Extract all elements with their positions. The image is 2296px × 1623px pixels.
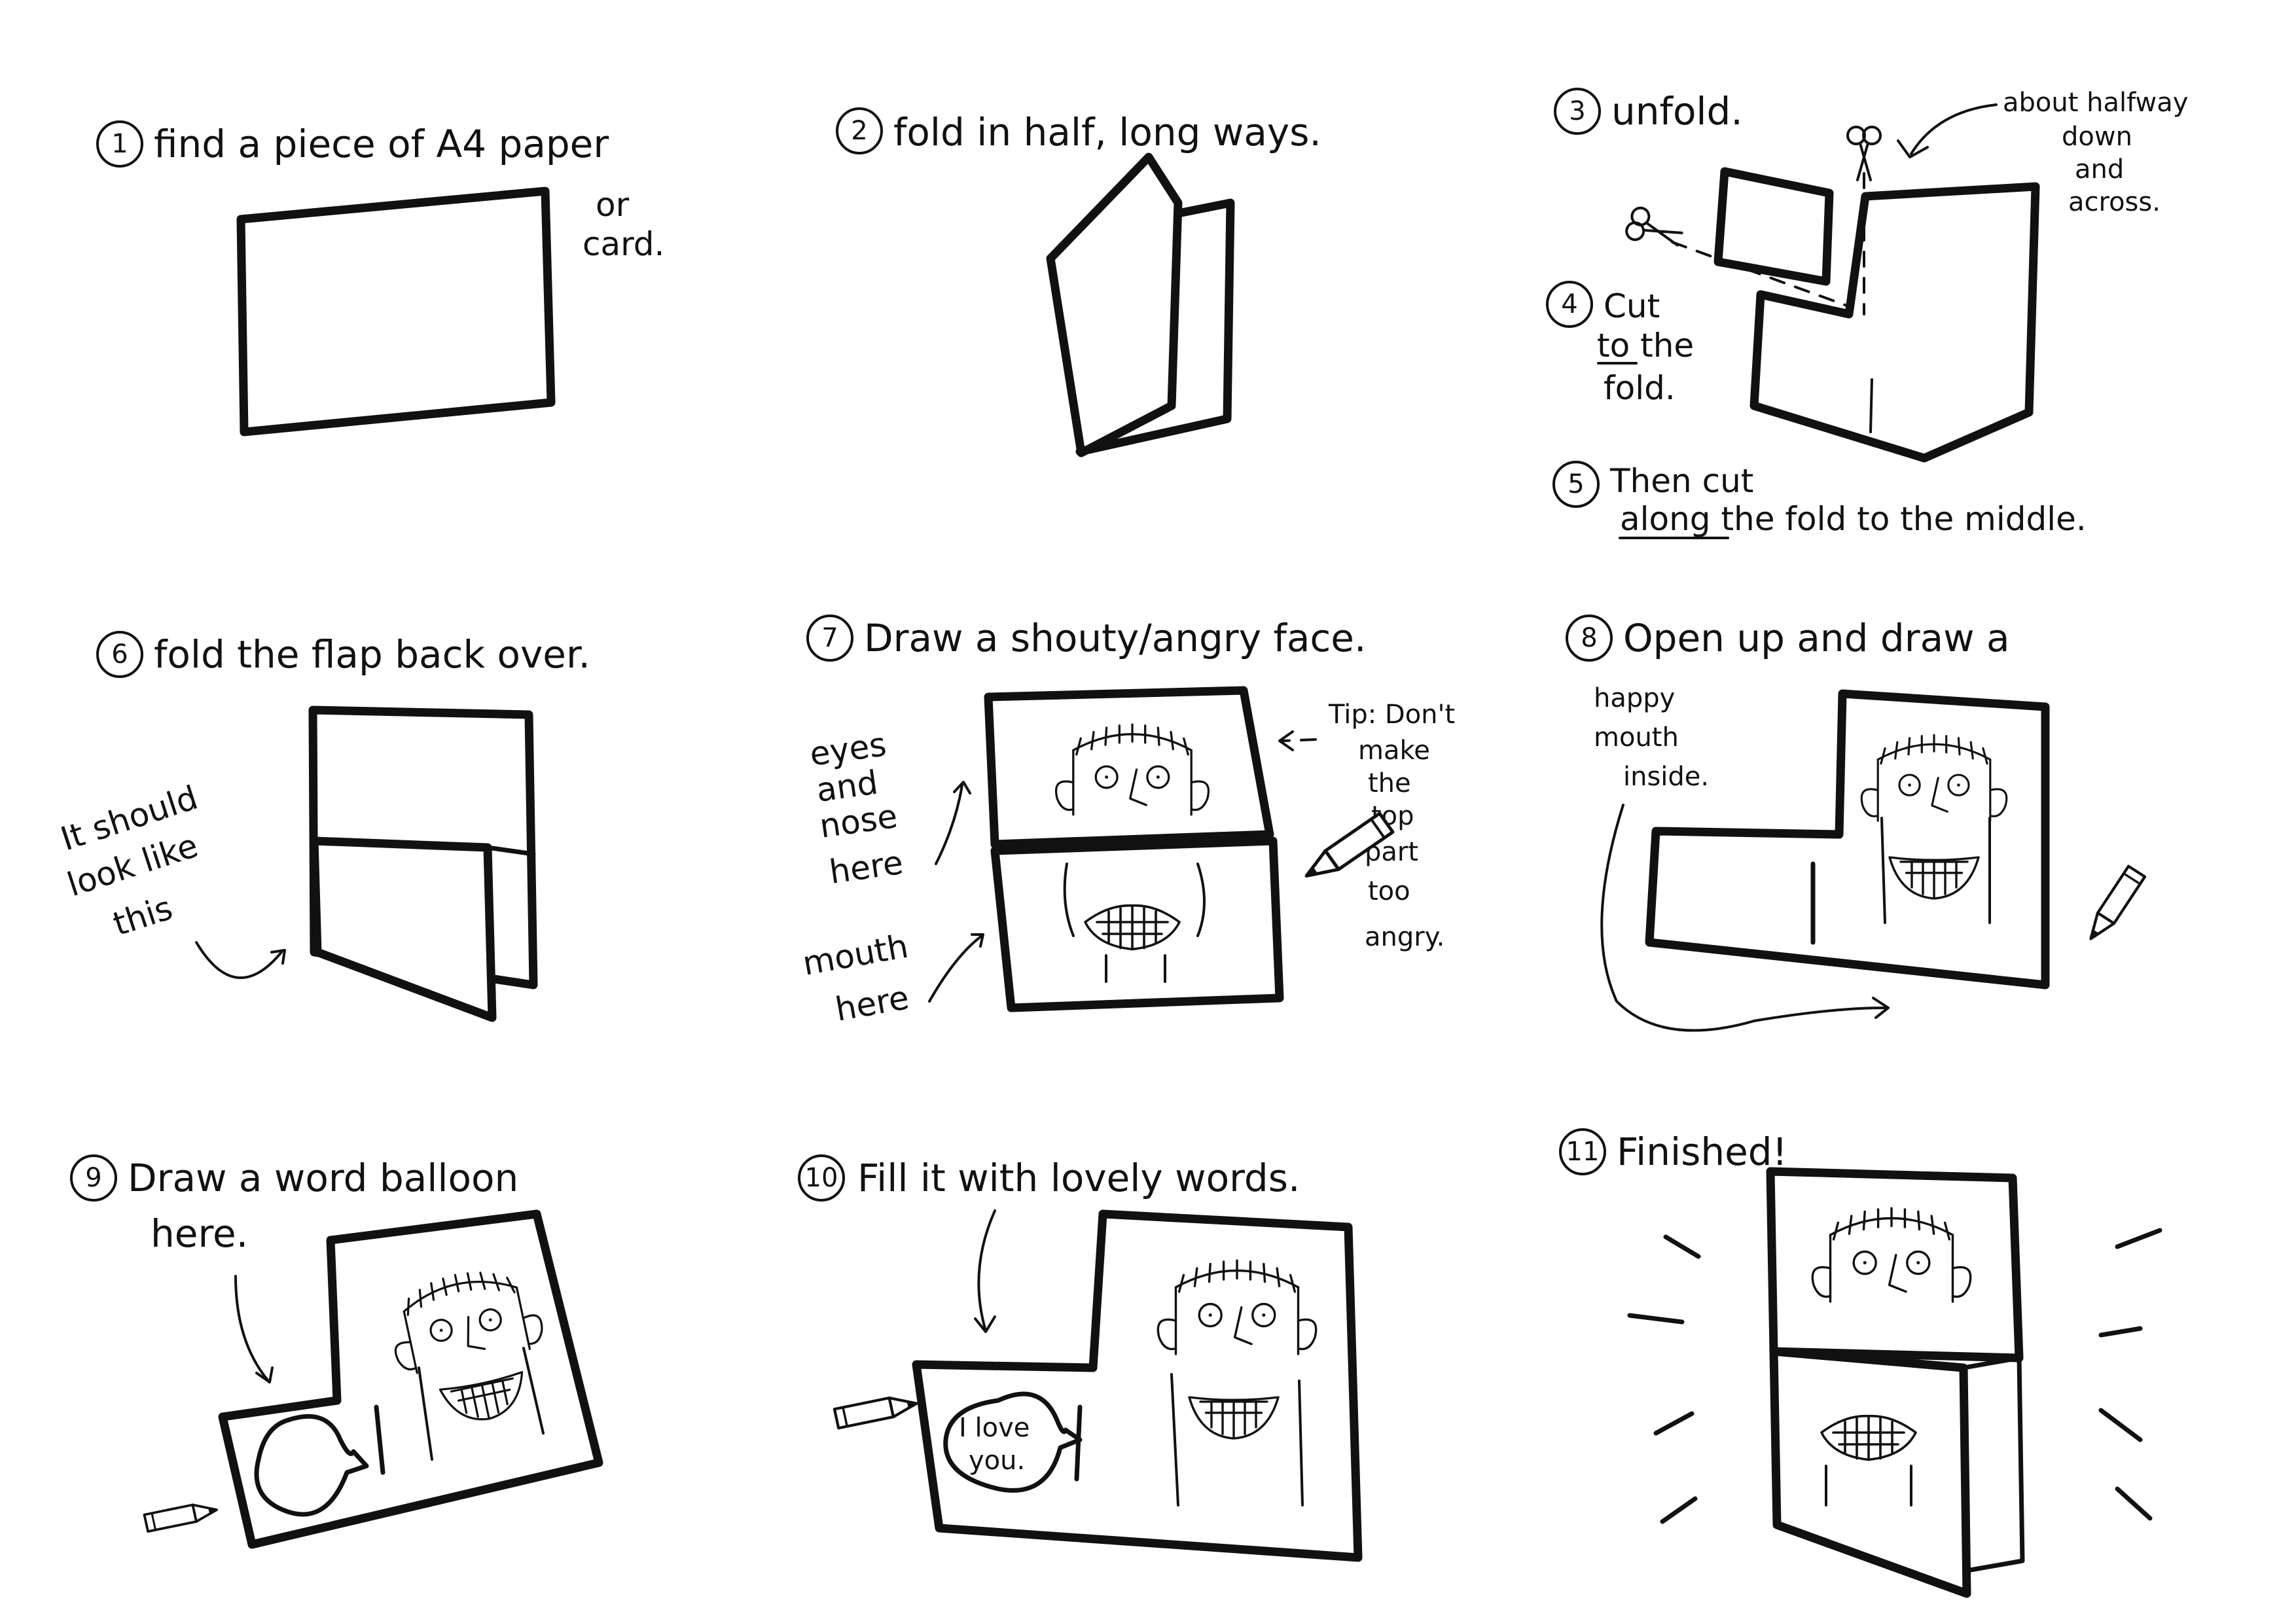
- pencil-icon: [139, 1490, 219, 1549]
- step-extra: or: [596, 186, 630, 224]
- card-top: [984, 686, 1274, 849]
- step-title: fold in half, long ways.: [893, 110, 1321, 154]
- word-balloon: [943, 1391, 1083, 1493]
- step-number: 9: [85, 1163, 101, 1193]
- open-card: [1645, 689, 2050, 990]
- paper-sheet: [236, 187, 556, 437]
- step-title: fold.: [1604, 369, 1676, 407]
- step-title: Then cut: [1609, 462, 1753, 500]
- step-title: Fill it with lovely words.: [857, 1156, 1300, 1200]
- step-note: about halfway: [2003, 88, 2188, 118]
- note-tip: angry.: [1365, 922, 1444, 952]
- step-note: inside.: [1623, 762, 1709, 792]
- step-9: 9 Draw a word balloon here.: [70, 1154, 603, 1549]
- step-6: 6 fold the flap back over. It should loo…: [56, 631, 590, 1022]
- pointer-arrow: [935, 784, 963, 865]
- step-note: across.: [2068, 187, 2161, 217]
- pointer-arrow: [195, 941, 283, 979]
- unfolded-paper: [1749, 182, 2040, 463]
- pencil-icon: [2069, 862, 2159, 939]
- step-note: happy: [1594, 683, 1675, 713]
- pointer-arrow: [928, 935, 983, 1003]
- pointer-arrow: [1910, 103, 1998, 155]
- step-title: Open up and draw a: [1623, 616, 2010, 660]
- scissors-icon: [1846, 126, 1882, 181]
- word-balloon: [254, 1414, 369, 1517]
- step-extra: card.: [583, 225, 664, 263]
- step-1: 1 find a piece of A4 paper or card.: [96, 120, 664, 437]
- note-eyes: here: [827, 844, 906, 891]
- note-eyes: eyes: [808, 725, 889, 774]
- card-bottom: [990, 836, 1284, 1012]
- step-title: to the: [1597, 327, 1694, 365]
- step-5: 5 Then cut along the fold to the middle.: [1552, 461, 2087, 539]
- scissors-icon: [1623, 204, 1687, 256]
- step-number: 2: [851, 116, 867, 146]
- step-number: 8: [1581, 623, 1597, 653]
- step-number: 10: [805, 1163, 838, 1193]
- step-number: 7: [821, 623, 838, 653]
- step-number: 6: [111, 639, 128, 669]
- open-card: [218, 1209, 603, 1549]
- step-number: 5: [1568, 469, 1584, 499]
- step-title: Draw a shouty/angry face.: [864, 616, 1366, 660]
- step-title: along the fold to the middle.: [1620, 500, 2087, 538]
- step-note: this: [109, 889, 177, 943]
- step-3: 3 unfold. about halfway down and across.: [1554, 88, 2188, 463]
- step-title: Draw a word balloon: [128, 1156, 518, 1200]
- step-8: 8 Open up and draw a happy mouth inside.: [1566, 615, 2159, 1032]
- pencil-icon: [830, 1383, 916, 1446]
- step-10: 10 Fill it with lovely words. I love you…: [798, 1154, 1363, 1562]
- pointer-arrow: [234, 1275, 270, 1382]
- note-tip: too: [1368, 876, 1410, 906]
- step-title: fold the flap back over.: [154, 632, 590, 677]
- note-mouth: mouth: [800, 927, 911, 983]
- paper-flap: [310, 836, 497, 1022]
- step-number: 4: [1561, 289, 1577, 319]
- balloon-text: I love: [959, 1413, 1030, 1443]
- note-tip: Tip: Don't: [1328, 700, 1455, 730]
- cut-corner: [1713, 167, 1834, 286]
- open-card: [912, 1209, 1363, 1562]
- note-tip: make: [1358, 736, 1430, 766]
- card-front-flap: [1769, 1347, 1971, 1598]
- step-7: 7 Draw a shouty/angry face. eyes and nos…: [800, 615, 1455, 1029]
- balloon-text: you.: [969, 1446, 1025, 1476]
- step-number: 11: [1566, 1137, 1600, 1167]
- step-title: unfold.: [1611, 89, 1743, 134]
- cut-line-horizontal: [1671, 241, 1854, 309]
- pointer-arrow: [977, 1209, 996, 1330]
- fold-line: [1869, 378, 1873, 433]
- step-number: 1: [111, 129, 128, 159]
- step-note: here.: [151, 1211, 248, 1256]
- note-mouth: here: [833, 978, 912, 1029]
- step-number: 3: [1569, 96, 1585, 126]
- folded-paper-front: [1046, 152, 1183, 457]
- pointer-arrow: [1600, 804, 1886, 1032]
- step-title: Cut: [1604, 287, 1660, 325]
- note-eyes: and: [814, 763, 880, 810]
- step-title: Finished!: [1617, 1130, 1787, 1174]
- radiating-lines: [1627, 1228, 2162, 1524]
- step-4: 4 Cut to the fold.: [1546, 281, 1694, 407]
- step-note: mouth: [1594, 722, 1679, 753]
- step-note: and: [2075, 154, 2124, 185]
- step-title: find a piece of A4 paper: [154, 122, 609, 166]
- note-tip: the: [1368, 768, 1411, 798]
- step-11: 11 Finished!: [1559, 1128, 2162, 1598]
- step-note: down: [2062, 122, 2132, 152]
- step-2: 2 fold in half, long ways.: [836, 107, 1321, 457]
